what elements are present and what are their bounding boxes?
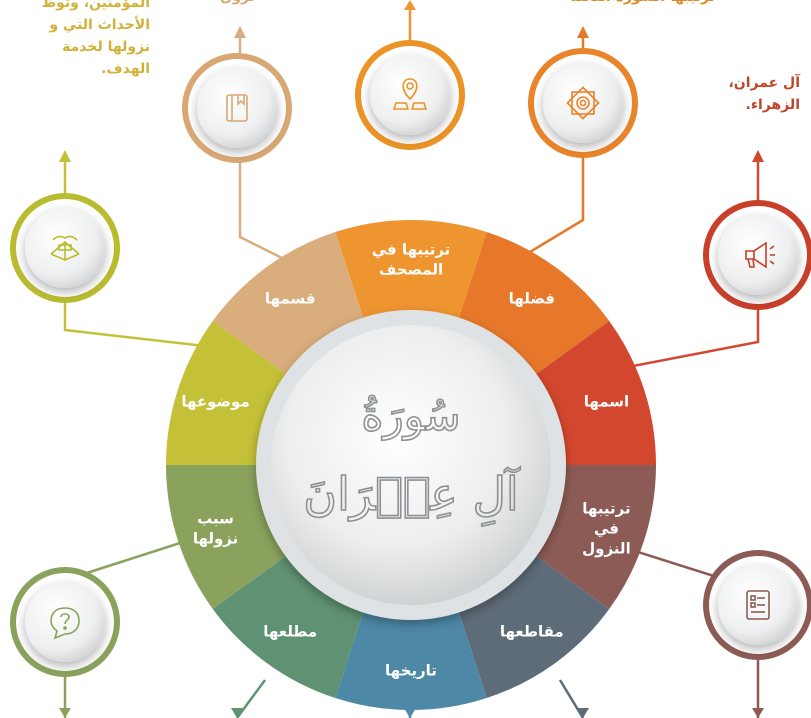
quran-stand-icon <box>50 235 80 261</box>
arrowhead-bottom-3 <box>577 708 589 718</box>
center-circle <box>271 325 551 605</box>
connector-bottom-3 <box>558 679 585 718</box>
text-top-mid: نزول <box>215 0 255 8</box>
segment-label-9: قسمها <box>265 290 316 308</box>
segment-label-4: مقاطعها <box>500 622 564 640</box>
connector-star <box>519 148 585 260</box>
megaphone-icon <box>745 241 775 269</box>
segment-2 <box>532 320 656 465</box>
icon-circles <box>10 40 811 677</box>
arrowhead-book <box>234 26 246 38</box>
arrowhead-bottom-2 <box>404 708 416 718</box>
icon-circle-star <box>528 48 638 158</box>
segment-label-2: اسمها <box>584 392 629 410</box>
arrowheads <box>59 0 764 718</box>
text-top-right: ترتيبها السورة الثالثة <box>555 0 715 8</box>
connector-bottom-1 <box>235 679 267 718</box>
segment-0 <box>335 220 487 323</box>
islamic-star-icon <box>566 86 600 120</box>
segment-label-1: فضلها <box>509 290 555 308</box>
arrowhead-doc <box>752 708 764 718</box>
center-title-line2: آلِ عِمۡرَانَ <box>303 466 521 527</box>
connector-book <box>238 160 291 264</box>
arrowhead-quran <box>59 150 71 162</box>
icon-circle-map <box>355 40 465 150</box>
segment-7 <box>166 465 290 610</box>
segment-5 <box>335 607 487 710</box>
arrowhead-star <box>577 26 589 38</box>
icon-circle-question <box>10 567 120 677</box>
icon-circle-quran <box>10 193 120 303</box>
text-names: آل عمران، الزهراء. <box>728 75 800 113</box>
center-title-line1: سُورَةُ <box>361 391 460 441</box>
segment-8 <box>166 320 290 465</box>
text-topic-description: المؤمنين، وتوظ الأحداث التي و نزولها لخد… <box>41 0 150 77</box>
segment-label-6: مطلعها <box>263 622 317 640</box>
segment-3 <box>532 465 656 610</box>
center-disc: سُورَةُ آلِ عِمۡرَانَ <box>256 310 566 620</box>
icon-circle-book <box>182 53 292 163</box>
segment-label-8: موضوعها <box>181 392 249 410</box>
arrowhead-bottom-1 <box>231 708 243 718</box>
arrowhead-megaphone <box>752 150 764 162</box>
segment-label-5: تاريخها <box>385 662 437 680</box>
icon-circle-doc <box>703 550 811 660</box>
document-list-icon <box>746 590 770 620</box>
arrowhead-map <box>404 0 416 10</box>
location-map-icon <box>392 78 428 110</box>
question-bubble-icon <box>50 607 80 640</box>
icon-circle-megaphone <box>703 200 811 310</box>
book-icon <box>226 94 248 122</box>
arrowhead-question <box>59 708 71 718</box>
